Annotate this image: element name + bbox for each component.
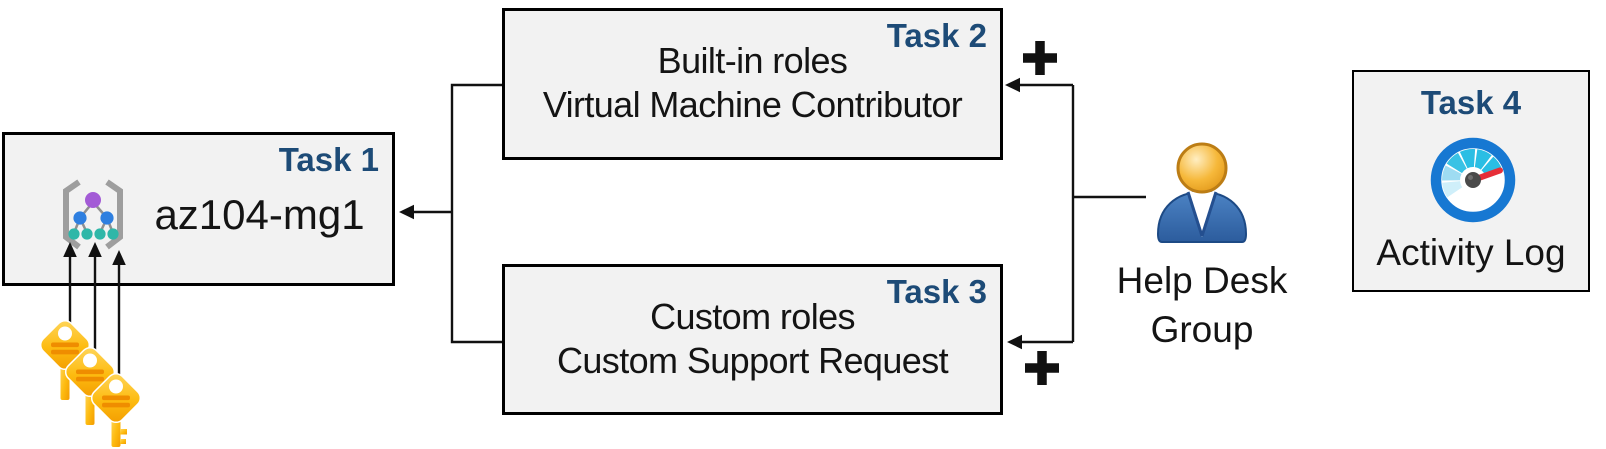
key-icon <box>39 319 142 449</box>
gauge-icon <box>1430 137 1516 223</box>
task3-text: Custom roles Custom Support Request <box>505 295 1000 383</box>
task4-badge: Task 4 <box>1420 84 1522 121</box>
plus-icon <box>1025 351 1059 385</box>
task2-box: Task 2 Built-in roles Virtual Machine Co… <box>502 8 1003 160</box>
task2-badge: Task 2 <box>886 17 987 54</box>
helpdesk-label-line2: Group <box>1150 309 1254 350</box>
task2-line1: Built-in roles <box>657 40 848 81</box>
task2-text: Built-in roles Virtual Machine Contribut… <box>505 39 1000 127</box>
task3-line2: Custom Support Request <box>556 340 949 381</box>
management-group-icon <box>63 179 123 250</box>
task3-box: Task 3 Custom roles Custom Support Reque… <box>502 264 1003 415</box>
helpdesk-label-line1: Help Desk <box>1116 260 1288 301</box>
task4-label: Activity Log <box>1376 232 1566 273</box>
task4-box: Task 4 Activity Log <box>1352 70 1590 292</box>
task1-box: Task 1 az104-mg1 <box>2 132 395 286</box>
task3-badge: Task 3 <box>886 273 987 310</box>
task3-line1: Custom roles <box>650 296 855 337</box>
management-group-name: az104-mg1 <box>154 191 365 238</box>
plus-icon <box>1023 41 1057 75</box>
task1-badge: Task 1 <box>278 141 379 178</box>
helpdesk-group-label: Help Desk Group <box>1082 256 1322 354</box>
task2-line2: Virtual Machine Contributor <box>542 84 963 125</box>
key-3 <box>90 372 142 449</box>
user-icon <box>1156 142 1248 243</box>
